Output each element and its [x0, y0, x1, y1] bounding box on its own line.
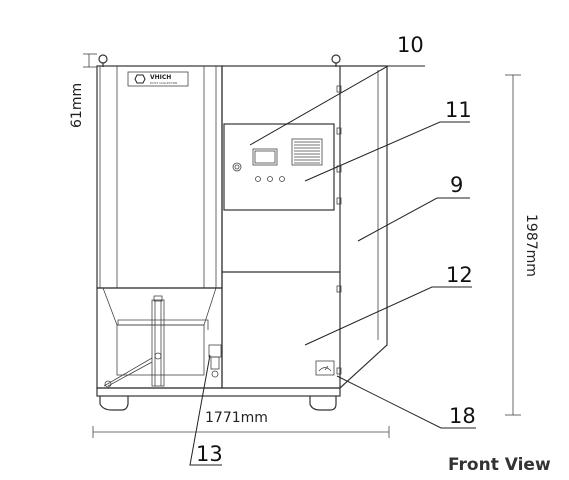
callout-13-label: 13 — [196, 442, 223, 466]
callout-11: 11 — [304, 98, 472, 182]
hopper-section — [96, 287, 223, 389]
dimension-height: 1987mm — [505, 74, 539, 416]
brand-logo-icon — [134, 74, 146, 84]
callout-12: 12 — [304, 263, 473, 346]
callout-13: 13 — [189, 354, 223, 466]
pressure-gauge — [315, 360, 335, 376]
vent-grille — [291, 138, 323, 166]
dim-top-label: 61mm — [69, 83, 85, 128]
brand-name: VHICH — [150, 74, 171, 81]
view-title: Front View — [448, 455, 551, 475]
callout-18-label: 18 — [449, 404, 476, 428]
lifting-eyes — [98, 54, 341, 67]
dimension-top: 61mm — [69, 53, 97, 128]
callout-10: 10 — [249, 33, 425, 146]
left-filter-column — [96, 65, 223, 289]
main-cabinet — [221, 65, 342, 389]
dim-width-label: 1771mm — [205, 410, 268, 426]
callout-9: 9 — [357, 173, 470, 242]
base-frame — [96, 387, 341, 411]
callout-10-label: 10 — [397, 33, 424, 57]
dimension-width: 1771mm — [92, 410, 390, 438]
brand-label: VHICH DUST COLLECTOR — [127, 71, 189, 87]
callout-9-label: 9 — [450, 173, 463, 197]
control-panel — [223, 123, 335, 211]
callout-18: 18 — [336, 375, 476, 429]
callout-11-label: 11 — [445, 98, 472, 122]
dim-height-label: 1987mm — [523, 214, 539, 277]
callout-12-label: 12 — [446, 263, 473, 287]
brand-subtitle: DUST COLLECTOR — [150, 81, 177, 85]
side-panel — [339, 65, 388, 389]
